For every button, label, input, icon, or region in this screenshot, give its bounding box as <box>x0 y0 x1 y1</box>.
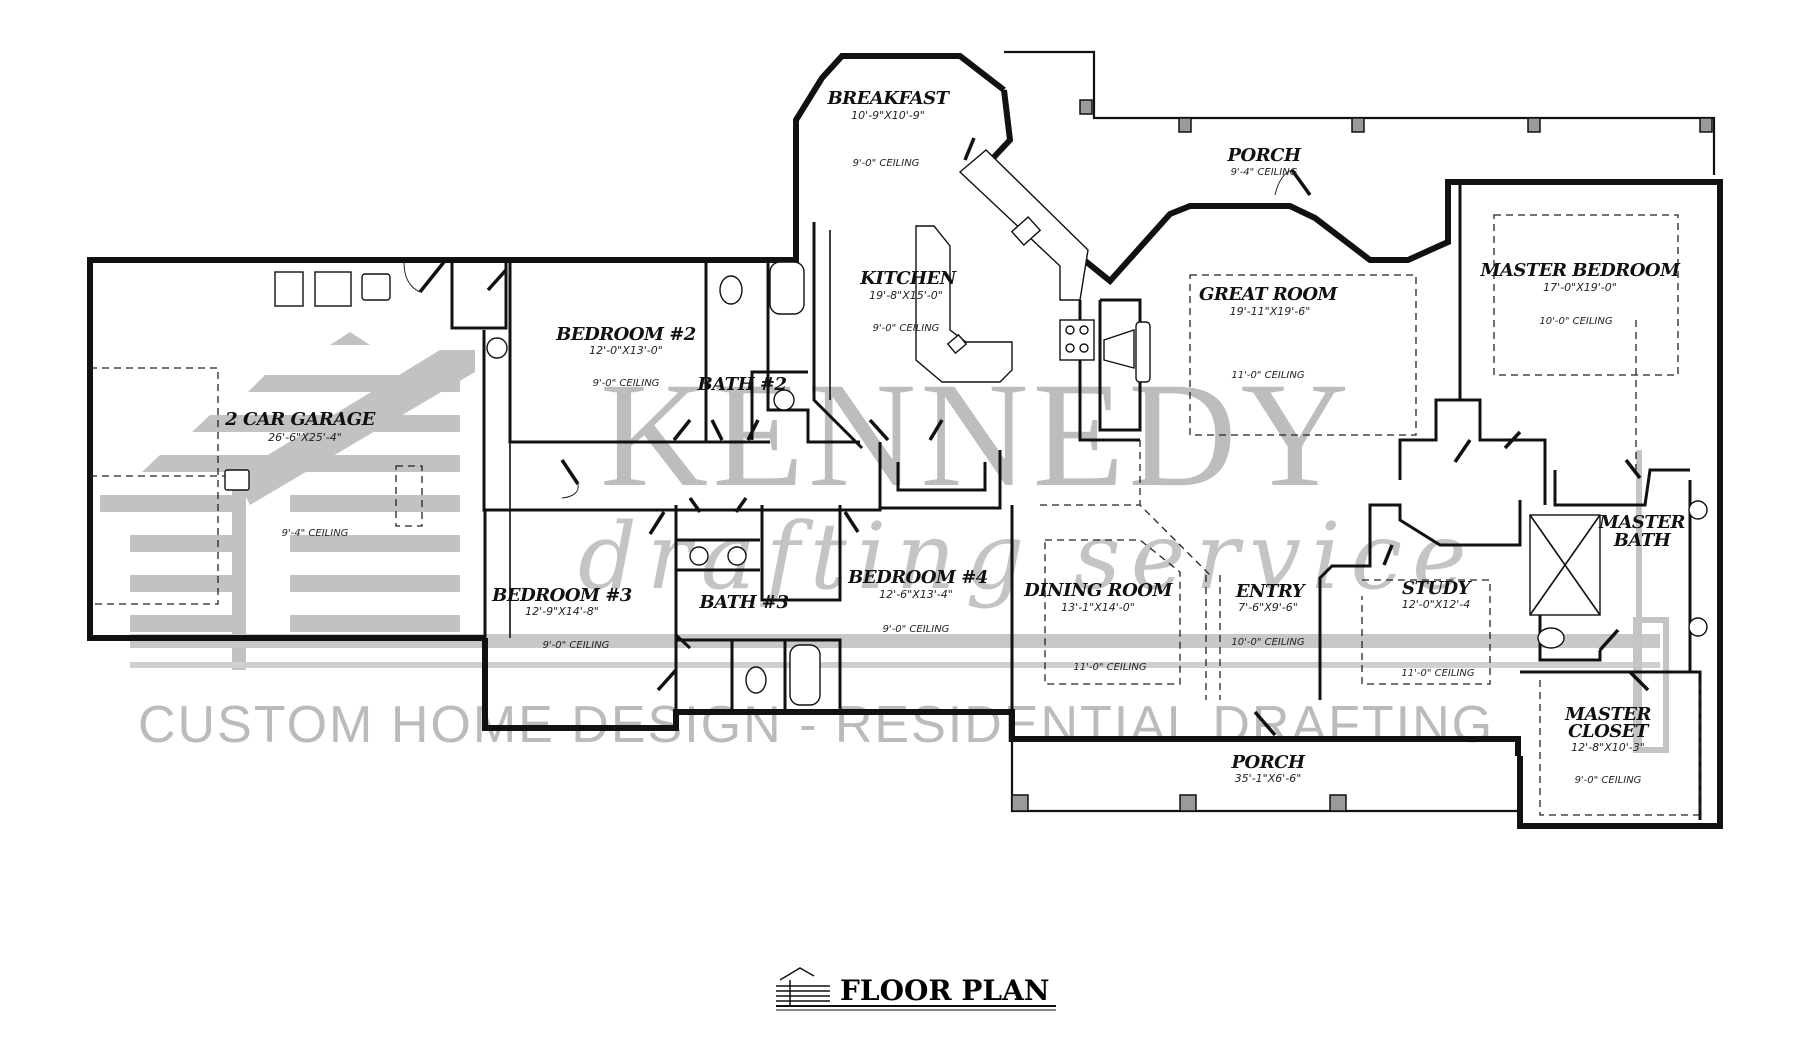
watermark-rule <box>130 634 1660 648</box>
breakfast-ceiling: 9'-0" CEILING <box>853 158 920 169</box>
garage-dims: 26'-6"X25'-4" <box>268 431 342 444</box>
porch-front-name: PORCH <box>1230 752 1306 773</box>
breakfast-name: BREAKFAST <box>826 88 950 109</box>
bedroom2-name: BEDROOM #2 <box>555 324 696 345</box>
watermark-rule-thin <box>130 662 1660 668</box>
drawing-title-block: FLOOR PLAN <box>776 967 1056 1011</box>
bedroom4-ceiling: 9'-0" CEILING <box>883 624 950 635</box>
study-dims: 12'-0"X12'-4 <box>1402 598 1471 611</box>
bedroom3-label: BEDROOM #3 12'-9"X14'-8" 9'-0" CEILING <box>491 585 632 651</box>
bedroom3-ceiling: 9'-0" CEILING <box>543 640 610 651</box>
garage-name: 2 CAR GARAGE <box>224 409 375 430</box>
fixtures <box>90 149 1708 706</box>
house-logo-icon <box>776 967 830 1006</box>
entry-label: ENTRY 7'-6"X9'-6" 10'-0" CEILING <box>1231 581 1307 648</box>
master-closet-name-1: MASTER <box>1564 704 1652 725</box>
garage-label: 2 CAR GARAGE 26'-6"X25'-4" 9'-4" CEILING <box>224 409 376 539</box>
garage-ceiling: 9'-4" CEILING <box>282 528 349 539</box>
breakfast-label: BREAKFAST 10'-9"X10'-9" 9'-0" CEILING <box>826 88 951 169</box>
kitchen-label: KITCHEN 19'-8"X15'-0" 9'-0" CEILING <box>859 268 958 334</box>
front-porch-outline <box>1010 739 1518 813</box>
master-closet-dims: 12'-8"X10'-3" <box>1571 741 1645 754</box>
doors <box>403 137 1650 737</box>
porch-front-label: PORCH 35'-1"X6'-6" <box>1230 752 1306 785</box>
master-bedroom-ceiling: 10'-0" CEILING <box>1539 316 1612 327</box>
bath2-name: BATH #2 <box>697 374 787 395</box>
bath2-label: BATH #2 <box>697 374 787 395</box>
ceiling-outlines <box>1044 214 1679 685</box>
bedroom3-dims: 12'-9"X14'-8" <box>525 605 599 618</box>
washer-icon <box>274 271 304 307</box>
dining-room-dims: 13'-1"X14'-0" <box>1061 601 1135 614</box>
master-bath-name-2: BATH <box>1613 530 1672 551</box>
watermark-house-logo-icon <box>100 332 475 670</box>
master-closet-label: MASTER CLOSET 12'-8"X10'-3" 9'-0" CEILIN… <box>1564 704 1652 786</box>
entry-dims: 7'-6"X9'-6" <box>1238 601 1298 614</box>
kitchen-ceiling: 9'-0" CEILING <box>873 323 940 334</box>
bedroom2-dims: 12'-0"X13'-0" <box>589 344 663 357</box>
watermark-tagline: CUSTOM HOME DESIGN - RESIDENTIAL DRAFTIN… <box>138 696 1494 754</box>
master-closet-name-2: CLOSET <box>1568 721 1650 742</box>
dryer-icon <box>314 271 352 307</box>
bedroom4-dims: 12'-6"X13'-4" <box>879 588 953 601</box>
watermark-subtitle: drafting service <box>578 503 1477 610</box>
porch-rear-ceiling: 9'-4" CEILING <box>1231 167 1298 178</box>
study-label: STUDY 12'-0"X12'-4 11'-0" CEILING <box>1401 578 1474 679</box>
water-heater-icon <box>224 469 250 491</box>
bedroom3-name: BEDROOM #3 <box>491 585 632 606</box>
great-room-dims: 19'-11"X19'-6" <box>1230 305 1311 318</box>
interior-walls <box>450 182 1701 816</box>
porch-rear-name: PORCH <box>1226 145 1302 166</box>
bedroom2-ceiling: 9'-0" CEILING <box>593 378 660 389</box>
master-bedroom-label: MASTER BEDROOM 17'-0"X19'-0" 10'-0" CEIL… <box>1479 260 1681 327</box>
master-closet-ceiling: 9'-0" CEILING <box>1575 775 1642 786</box>
room-labels: 2 CAR GARAGE 26'-6"X25'-4" 9'-4" CEILING… <box>224 88 1686 786</box>
master-bath-label: MASTER BATH <box>1598 512 1686 551</box>
study-name: STUDY <box>1402 578 1473 599</box>
entry-name: ENTRY <box>1235 581 1307 602</box>
dining-room-ceiling: 11'-0" CEILING <box>1073 662 1146 673</box>
kitchen-dims: 19'-8"X15'-0" <box>869 289 943 302</box>
master-bedroom-name: MASTER BEDROOM <box>1479 260 1681 281</box>
watermark: KENNEDY drafting service CUSTOM HOME DES… <box>100 332 1669 754</box>
porch-rear-label: PORCH 9'-4" CEILING <box>1226 145 1302 178</box>
toilet-icon <box>719 275 743 305</box>
study-ceiling: 11'-0" CEILING <box>1401 668 1474 679</box>
utility-sink-icon <box>361 273 391 301</box>
bath3-name: BATH #3 <box>699 592 789 613</box>
master-bath-name-1: MASTER <box>1598 512 1686 533</box>
rear-porch-outline <box>1004 50 1716 175</box>
great-room-label: GREAT ROOM 19'-11"X19'-6" 11'-0" CEILING <box>1199 284 1339 381</box>
drawing-title: FLOOR PLAN <box>840 974 1049 1007</box>
great-room-name: GREAT ROOM <box>1199 284 1339 305</box>
bath3-label: BATH #3 <box>699 592 789 613</box>
bedroom4-label: BEDROOM #4 12'-6"X13'-4" 9'-0" CEILING <box>847 567 988 635</box>
master-bedroom-dims: 17'-0"X19'-0" <box>1543 281 1617 294</box>
entry-ceiling: 10'-0" CEILING <box>1231 637 1304 648</box>
bathtub-icon <box>769 261 805 315</box>
dining-room-name: DINING ROOM <box>1023 580 1173 601</box>
breakfast-dims: 10'-9"X10'-9" <box>851 109 925 122</box>
great-room-ceiling: 11'-0" CEILING <box>1231 370 1304 381</box>
sink-icon <box>773 389 795 411</box>
porch-front-dims: 35'-1"X6'-6" <box>1235 772 1302 785</box>
dining-room-label: DINING ROOM 13'-1"X14'-0" 11'-0" CEILING <box>1023 580 1174 673</box>
bedroom4-name: BEDROOM #4 <box>847 567 988 588</box>
kitchen-name: KITCHEN <box>859 268 958 289</box>
bedroom2-label: BEDROOM #2 12'-0"X13'-0" 9'-0" CEILING <box>555 324 696 389</box>
